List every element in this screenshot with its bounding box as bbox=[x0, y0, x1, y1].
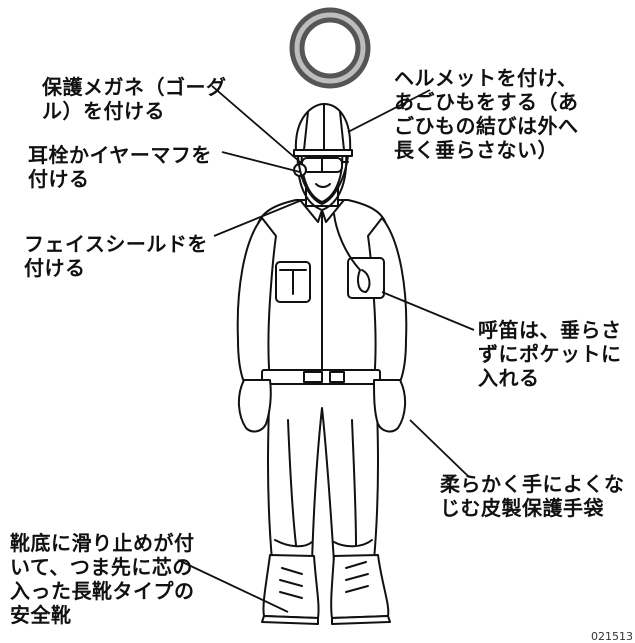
leader-whistle bbox=[381, 291, 475, 331]
whistle-cord bbox=[333, 213, 361, 271]
leader-faceshield bbox=[213, 199, 303, 237]
label-safety-boots: 靴底に滑り止めが付 いて、つま先に芯の 入った長靴タイプの 安全靴 bbox=[10, 531, 195, 627]
label-gloves-line: じむ皮製保護手袋 bbox=[440, 496, 604, 520]
leader-lines bbox=[177, 85, 475, 613]
label-earplugs-line: 耳栓かイヤーマフを bbox=[28, 143, 212, 167]
label-faceshield-line: 付ける bbox=[24, 256, 86, 280]
label-faceshield-line: フェイスシールドを bbox=[24, 232, 208, 256]
label-gloves: 柔らかく手によくな じむ皮製保護手袋 bbox=[440, 472, 625, 520]
label-whistle-line: ずにポケットに bbox=[478, 342, 622, 366]
label-whistle-line: 呼笛は、垂らさ bbox=[478, 318, 622, 342]
label-helmet-line: あごひもをする（あ bbox=[394, 90, 579, 114]
leader-earplugs bbox=[221, 151, 301, 173]
label-helmet-line: ごひもの結びは外へ bbox=[394, 114, 579, 138]
left-glove bbox=[238, 379, 272, 433]
label-whistle-line: 入れる bbox=[478, 366, 540, 390]
label-safety-boots-line: 安全靴 bbox=[10, 603, 72, 627]
leader-goggles bbox=[211, 85, 301, 163]
leader-gloves bbox=[409, 419, 469, 477]
label-earplugs-line: 付ける bbox=[28, 167, 90, 191]
label-goggles-line: ル）を付ける bbox=[42, 99, 165, 123]
label-helmet-line: 長く垂らさない） bbox=[394, 138, 558, 162]
leader-helmet bbox=[347, 89, 431, 133]
label-safety-boots-line: いて、つま先に芯の bbox=[10, 555, 193, 579]
face-shield bbox=[296, 151, 348, 211]
label-helmet-line: ヘルメットを付け、 bbox=[394, 66, 578, 90]
label-whistle: 呼笛は、垂らさ ずにポケットに 入れる bbox=[478, 318, 622, 390]
label-helmet: ヘルメットを付け、 あごひもをする（あ ごひもの結びは外へ 長く垂らさない） bbox=[394, 66, 579, 162]
label-safety-boots-line: 靴底に滑り止めが付 bbox=[10, 531, 195, 555]
label-goggles: 保護メガネ（ゴーグ ル）を付ける bbox=[42, 75, 227, 123]
trousers bbox=[267, 377, 379, 563]
label-faceshield: フェイスシールドを 付ける bbox=[24, 232, 208, 280]
label-goggles-line: 保護メガネ（ゴーグ bbox=[42, 75, 227, 99]
boots bbox=[261, 554, 391, 625]
right-glove bbox=[373, 379, 406, 433]
label-safety-boots-line: 入った長靴タイプの bbox=[10, 579, 195, 603]
label-gloves-line: 柔らかく手によくな bbox=[440, 472, 625, 496]
worker-illustration bbox=[236, 103, 408, 625]
leader-soles bbox=[177, 559, 289, 613]
correct-ring-mark bbox=[289, 7, 371, 89]
label-earplugs: 耳栓かイヤーマフを 付ける bbox=[28, 143, 212, 191]
